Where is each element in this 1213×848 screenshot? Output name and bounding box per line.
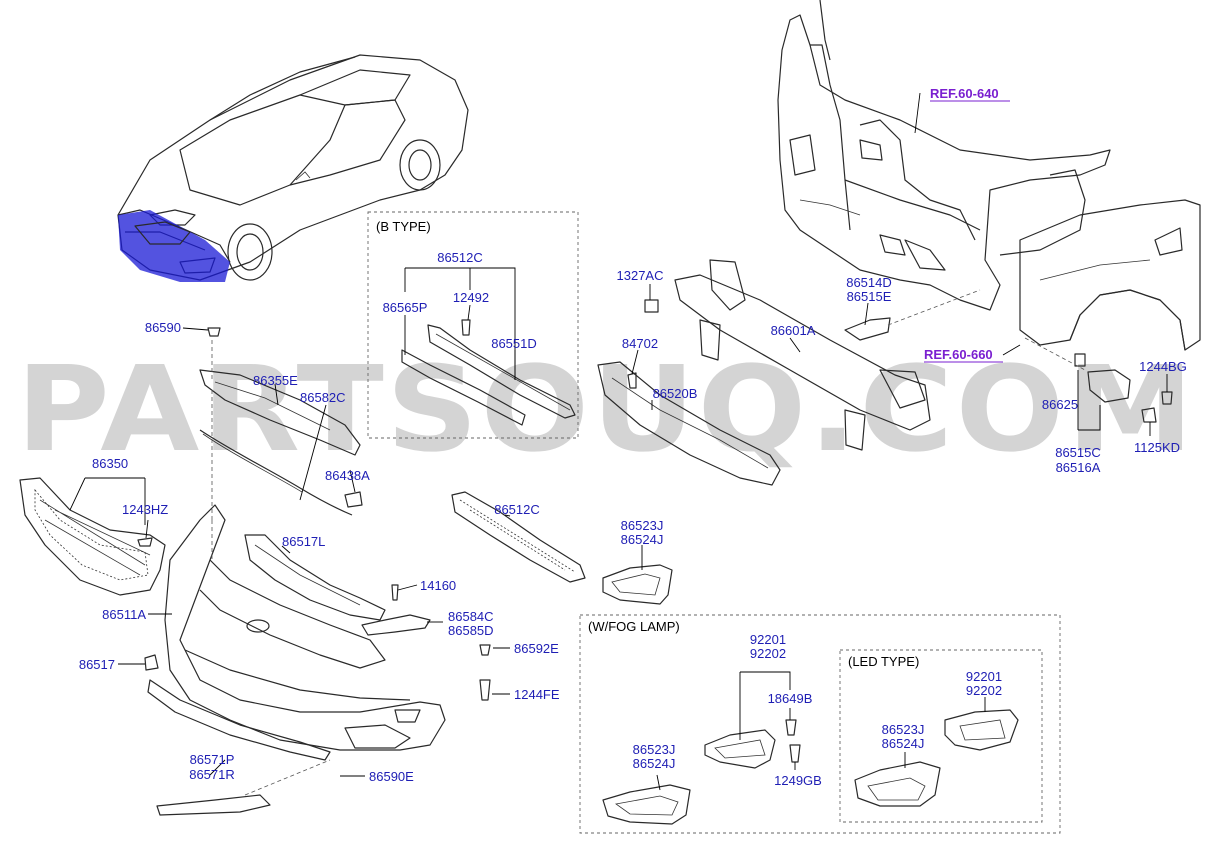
label-86523J-c[interactable]: 86523J (882, 722, 925, 737)
vehicle-illustration (117, 54, 469, 282)
label-86517[interactable]: 86517 (79, 657, 115, 672)
label-86582C[interactable]: 86582C (300, 390, 346, 405)
label-86601A[interactable]: 86601A (771, 323, 816, 338)
label-92201-a[interactable]: 92201 (750, 632, 786, 647)
led-type-title: (LED TYPE) (848, 654, 919, 669)
bumper-cover-86511A (164, 504, 446, 751)
ref-60-640[interactable]: REF.60-640 (930, 86, 1010, 102)
label-86511A[interactable]: 86511A (102, 607, 146, 622)
part-labels: 86590 86355E 86582C 86438A 86350 1243HZ … (79, 250, 1187, 788)
fog-lamp-title: (W/FOG LAMP) (588, 619, 680, 634)
b-type-box (367, 211, 579, 439)
bracket-86514D (844, 317, 891, 341)
label-86584C[interactable]: 86584C (448, 609, 494, 624)
reinforcement-strip-86584C (361, 614, 431, 636)
label-86571R[interactable]: 86571R (189, 767, 235, 782)
label-86523J-b[interactable]: 86523J (633, 742, 676, 757)
energy-absorber-86520B (597, 361, 781, 486)
label-1327AC[interactable]: 1327AC (617, 268, 664, 283)
grille-bracket-86517L (244, 534, 386, 621)
label-86516A[interactable]: 86516A (1056, 460, 1101, 475)
label-86520B[interactable]: 86520B (653, 386, 698, 401)
label-92202-a[interactable]: 92202 (750, 646, 786, 661)
fog-cover-86523J (602, 564, 673, 605)
label-86355E[interactable]: 86355E (253, 373, 298, 388)
label-86523J-a[interactable]: 86523J (621, 518, 664, 533)
label-14160[interactable]: 14160 (420, 578, 456, 593)
radiator-support-panel (777, 0, 1111, 311)
label-86515C[interactable]: 86515C (1055, 445, 1101, 460)
watermark-text: PARTSOUQ.COM (16, 340, 1196, 478)
label-1125KD[interactable]: 1125KD (1134, 440, 1180, 455)
ref-60-660[interactable]: REF.60-660 (924, 347, 1003, 363)
bumper-beam-86601A (674, 259, 931, 451)
side-bracket-86515C (1074, 353, 1131, 403)
svg-text:REF.60-660: REF.60-660 (924, 347, 993, 362)
label-86592E[interactable]: 86592E (514, 641, 559, 656)
label-1244FE[interactable]: 1244FE (514, 687, 560, 702)
molding-strip-86582C (199, 429, 353, 516)
fog-lamp-box (579, 614, 1061, 834)
lower-lip-86571P (147, 679, 331, 816)
label-92202-b[interactable]: 92202 (966, 683, 1002, 698)
b-type-title: (B TYPE) (376, 219, 431, 234)
label-86565P[interactable]: 86565P (383, 300, 428, 315)
label-12492[interactable]: 12492 (453, 290, 489, 305)
label-92201-b[interactable]: 92201 (966, 669, 1002, 684)
label-86438A[interactable]: 86438A (325, 468, 370, 483)
label-86512C-btype[interactable]: 86512C (437, 250, 483, 265)
label-1244BG[interactable]: 1244BG (1139, 359, 1187, 374)
leader-lines (69, 92, 1168, 796)
fog-lamp-assembly (602, 709, 1019, 825)
label-84702[interactable]: 84702 (622, 336, 658, 351)
label-86515E[interactable]: 86515E (847, 289, 892, 304)
label-86524J-b[interactable]: 86524J (633, 756, 676, 771)
label-86524J-a[interactable]: 86524J (621, 532, 664, 547)
front-fender (1019, 199, 1201, 351)
label-86571P[interactable]: 86571P (190, 752, 235, 767)
label-86524J-c[interactable]: 86524J (882, 736, 925, 751)
label-86590[interactable]: 86590 (145, 320, 181, 335)
fasteners (137, 299, 1173, 763)
label-86585D[interactable]: 86585D (448, 623, 494, 638)
label-1249GB[interactable]: 1249GB (774, 773, 822, 788)
label-86514D[interactable]: 86514D (846, 275, 892, 290)
svg-text:REF.60-640: REF.60-640 (930, 86, 999, 101)
led-type-box (839, 649, 1043, 823)
label-86517L[interactable]: 86517L (282, 534, 325, 549)
label-18649B[interactable]: 18649B (768, 691, 813, 706)
label-86350[interactable]: 86350 (92, 456, 128, 471)
radiator-grille-86350 (19, 477, 166, 596)
label-1243HZ[interactable]: 1243HZ (122, 502, 168, 517)
upper-bracket-86355E (199, 369, 361, 456)
label-86551D[interactable]: 86551D (491, 336, 537, 351)
label-86625[interactable]: 86625 (1042, 397, 1078, 412)
lower-grille-86512C (451, 491, 586, 583)
b-type-grille (401, 324, 576, 426)
label-86512C[interactable]: 86512C (494, 502, 540, 517)
label-86590E[interactable]: 86590E (369, 769, 414, 784)
